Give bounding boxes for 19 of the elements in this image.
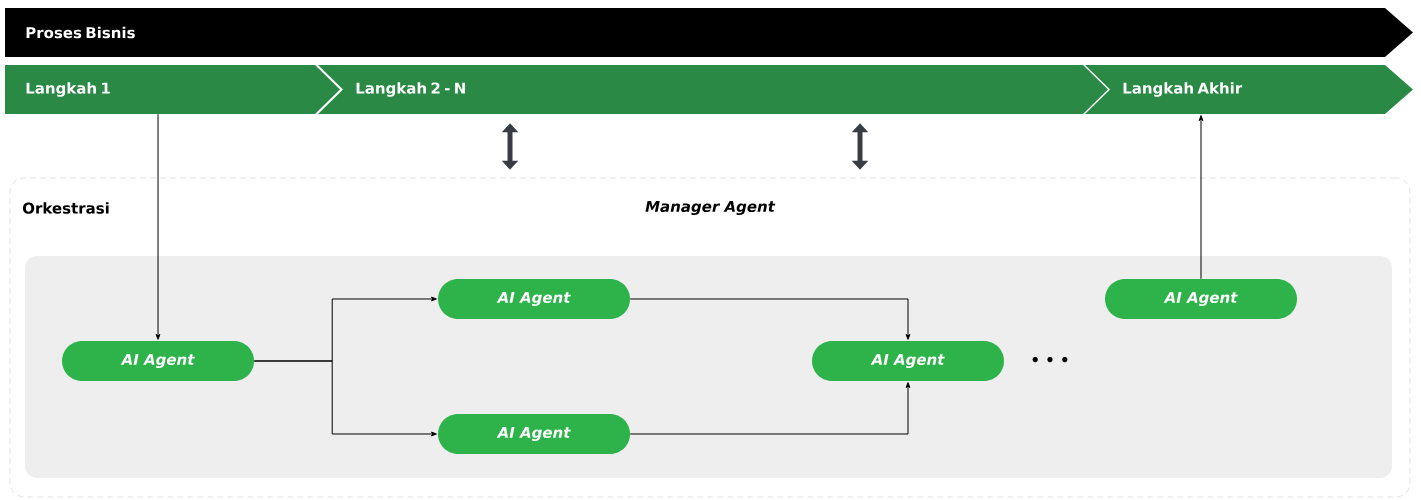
arrow: [1198, 115, 1204, 280]
agent-pill: AI Agent: [62, 341, 254, 381]
step-banner: Langkah Akhir: [1085, 65, 1413, 114]
step-banner: Langkah 1: [5, 65, 340, 114]
agent-pill: AI Agent: [438, 414, 630, 454]
node-label: Langkah Akhir: [1123, 82, 1243, 97]
agent-pill: AI Agent: [438, 279, 630, 319]
double-arrow: [851, 123, 869, 170]
connector-arrow: [629, 382, 911, 435]
arrow: [155, 113, 161, 340]
node-label: Langkah 1: [26, 82, 110, 97]
process-banner: Proses Bisnis: [5, 8, 1413, 57]
node-label: Langkah 2 - N: [356, 82, 465, 97]
connector-arrow: [253, 360, 437, 437]
agent-pill: AI Agent: [1105, 279, 1297, 319]
double-arrow: [501, 123, 519, 170]
agent-pill: AI Agent: [812, 341, 1004, 381]
connector-arrow: [629, 298, 911, 340]
ellipsis: • • •: [1032, 356, 1068, 363]
